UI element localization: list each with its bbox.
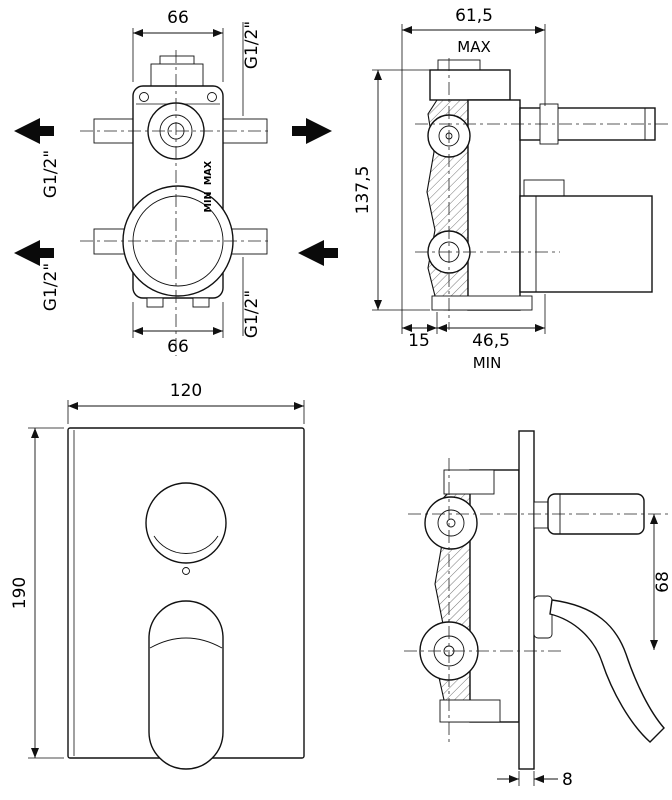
lever-seam-line bbox=[149, 637, 223, 649]
view-side-trim: 68 8 bbox=[404, 430, 672, 790]
flow-arrow-top-right-icon bbox=[292, 118, 332, 144]
bottom-tab-right bbox=[192, 297, 210, 308]
trim-side bbox=[533, 493, 665, 743]
view-side-rough-in: 61,5 MAX 137,5 15 46,5 MIN bbox=[353, 6, 668, 372]
flange-box bbox=[519, 195, 653, 293]
screw-left bbox=[139, 92, 149, 102]
bottom-bracket bbox=[431, 295, 533, 311]
flow-arrow-bottom-right-icon bbox=[298, 240, 338, 266]
flow-arrow-top-left-icon bbox=[14, 118, 54, 144]
flow-arrow-bottom-left-icon bbox=[14, 240, 54, 266]
dim-66-top-label: 66 bbox=[167, 8, 189, 28]
upper-boss-screw bbox=[446, 518, 456, 528]
min-marking-label: MIN bbox=[203, 191, 214, 212]
view-front-trim: 120 190 bbox=[10, 381, 305, 770]
valve-body-side bbox=[426, 59, 656, 311]
dim-46-5-label: 46,5 bbox=[472, 331, 510, 351]
g12-top-right-label: G1/2" bbox=[242, 21, 262, 69]
dim-137-5-label: 137,5 bbox=[353, 166, 373, 215]
body-core bbox=[469, 469, 520, 723]
top-stub bbox=[443, 469, 495, 495]
top-cap bbox=[150, 63, 204, 89]
extension-lines bbox=[132, 22, 244, 338]
centerlines bbox=[80, 50, 272, 356]
top-cap-side-small bbox=[437, 59, 481, 71]
valve-body-front bbox=[122, 55, 234, 308]
valve-body-behind-wall bbox=[419, 469, 520, 723]
dim-15-label: 15 bbox=[408, 331, 430, 351]
screw-right bbox=[207, 92, 217, 102]
dim-190-label: 190 bbox=[10, 577, 30, 609]
dim-120-label: 120 bbox=[170, 381, 202, 401]
g12-left-upper-label: G1/2" bbox=[41, 150, 61, 198]
view-front-rough-in: 66 66 G1/2" G1/2" G1/2" G1/2" MAX MIN bbox=[14, 8, 338, 357]
extension-lines bbox=[372, 24, 546, 334]
dim-61-5-label: 61,5 bbox=[455, 6, 493, 26]
min-depth-label: MIN bbox=[473, 354, 502, 372]
g12-bottom-right-label: G1/2" bbox=[242, 290, 262, 338]
g12-left-lower-label: G1/2" bbox=[41, 263, 61, 311]
centerlines bbox=[404, 458, 668, 742]
diverter-knob bbox=[145, 482, 227, 564]
lever-handle-side bbox=[549, 599, 665, 743]
body-core-side bbox=[467, 99, 521, 311]
dim-8-label: 8 bbox=[562, 770, 573, 790]
extension-lines bbox=[28, 400, 305, 759]
bottom-stub bbox=[439, 699, 501, 723]
knob-shading-arc bbox=[153, 535, 219, 554]
bottom-tab-left bbox=[146, 297, 164, 308]
top-cap-side bbox=[429, 69, 511, 101]
lever-base bbox=[533, 595, 553, 639]
centerlines bbox=[415, 58, 668, 330]
dim-66-bottom-label: 66 bbox=[167, 337, 189, 357]
wall-plate-edge bbox=[518, 430, 535, 770]
flange-step bbox=[523, 179, 565, 197]
lever-handle-front bbox=[148, 600, 224, 770]
dim-68-label: 68 bbox=[653, 571, 672, 593]
max-depth-label: MAX bbox=[457, 38, 490, 56]
extension-lines bbox=[518, 771, 535, 786]
knob-dot bbox=[182, 567, 190, 575]
max-marking-label: MAX bbox=[203, 160, 214, 185]
